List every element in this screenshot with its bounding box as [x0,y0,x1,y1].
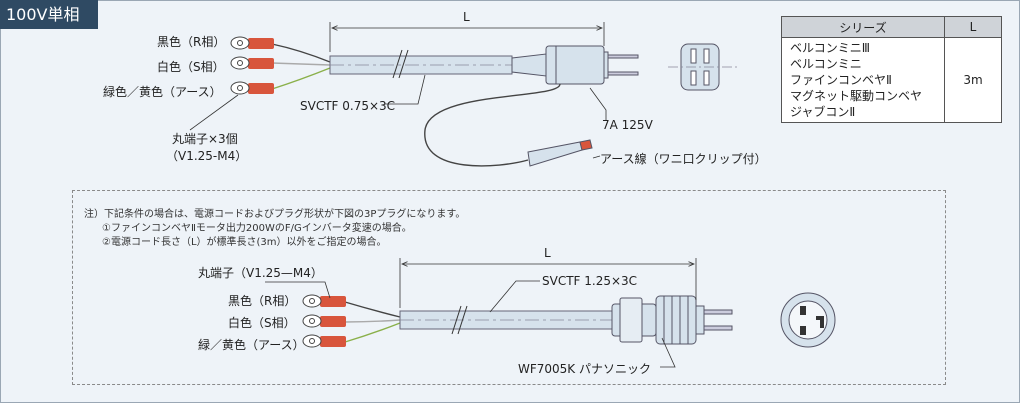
section-tag: 100V単相 [0,0,98,29]
bottom-cable-break [451,305,468,335]
series-item: マグネット駆動コンベヤ [790,89,923,103]
label-terminal: 丸端子×3個 [172,132,238,146]
label-dim-top: L [463,10,470,24]
table-series-cell: ベルコンミニⅢ ベルコンミニ ファインコンベヤⅡ マグネット駆動コンベヤ ジャブ… [781,37,945,123]
label-plug-rating: 7A 125V [602,118,653,132]
bottom-plug-face [780,292,836,348]
table-header-series: シリーズ [781,16,945,38]
label-wire-white-bottom: 白色（S相） [228,316,296,330]
top-sleeves [248,38,274,94]
top-plug-face [668,43,740,91]
label-plug-bottom: WF7005K パナソニック [518,362,651,376]
top-wires [271,43,331,90]
note-line-3: ②電源コード長さ（L）が標準長さ(3m）以外をご指定の場合。 [102,237,387,248]
label-wire-green-bottom: 緑／黄色（アース） [198,338,305,352]
series-item: ベルコンミニⅢ [790,41,871,55]
label-ground-wire: アース線（ワニ口クリップ付） [600,152,767,166]
top-ground-wire [424,83,561,167]
top-ring-terminals [230,36,250,95]
label-wire-green: 緑色／黄色（アース） [103,85,222,99]
label-terminal-spec: （V1.25-M4） [166,149,248,163]
bottom-dimension [399,258,697,308]
note-box [72,190,946,385]
table-length-value: 3m [944,37,1002,123]
label-wire-black: 黒色（R相） [157,35,226,49]
top-cable-break [392,49,409,79]
bottom-ring-terminals [302,294,322,348]
bottom-leaders [265,280,676,368]
series-item: ジャブコンⅡ [790,105,856,119]
bottom-wires [344,301,401,343]
note-line-2: ①ファインコンベヤⅡモータ出力200WのF/Gインバータ変速の場合。 [102,223,412,234]
series-item: ファインコンベヤⅡ [790,73,892,87]
top-dimension [329,22,605,52]
top-plug [511,45,639,85]
bottom-plug [611,295,733,345]
label-terminal-bottom: 丸端子（V1.25—M4） [198,266,323,280]
label-wire-black-bottom: 黒色（R相） [228,294,297,308]
label-cable-bottom: SVCTF 1.25×3C [542,274,638,288]
series-item: ベルコンミニ [790,57,862,71]
note-line-1: 注）下記条件の場合は、電源コードおよびプラグ形状が下図の3Pプラグになります。 [84,209,466,220]
table-header-length: L [944,16,1002,38]
label-wire-white: 白色（S相） [157,60,225,74]
alligator-clip [527,139,593,167]
label-cable-top: SVCTF 0.75×3C [300,99,396,113]
top-leaders [189,74,607,159]
series-table: シリーズ L ベルコンミニⅢ ベルコンミニ ファインコンベヤⅡ マグネット駆動コ… [781,16,1002,123]
label-dim-bottom: L [544,246,551,260]
bottom-sleeves [320,296,346,347]
